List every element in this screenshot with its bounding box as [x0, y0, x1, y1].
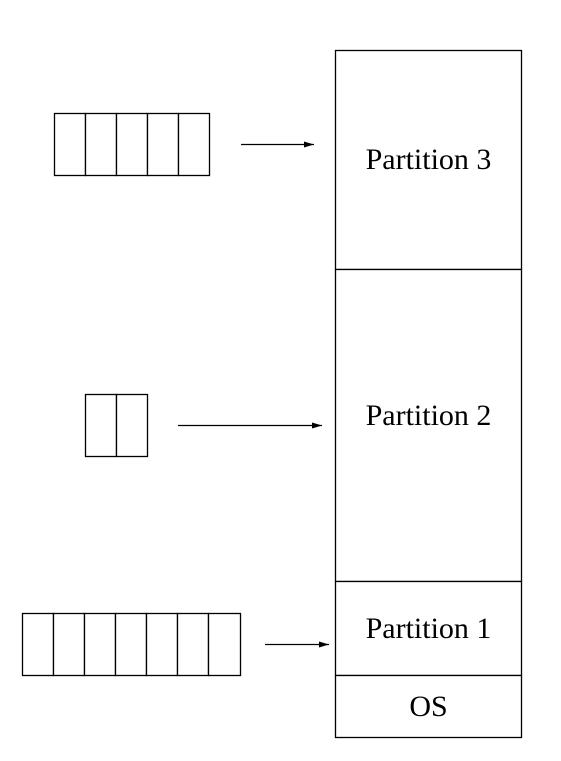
queue-partition-3 [53, 112, 211, 177]
queue-slot [83, 612, 117, 677]
queue-slot [53, 112, 87, 177]
memory-block [334, 49, 523, 739]
queue-slot [207, 612, 242, 677]
partition-1-box [334, 580, 523, 677]
partition-3-box [334, 49, 523, 271]
queue-slot [84, 112, 118, 177]
partition-2-box [334, 268, 523, 583]
queue-slot [115, 112, 149, 177]
queue-slot [21, 612, 55, 677]
os-box [334, 674, 523, 739]
queue-partition-1 [21, 612, 242, 677]
queue-slot [145, 612, 179, 677]
partition-3-label: Partition 3 [366, 143, 492, 176]
queue-partition-2 [84, 393, 149, 458]
queue-slot [52, 612, 86, 677]
partition-2-label: Partition 2 [366, 399, 492, 432]
queue-slot [115, 393, 149, 458]
queue-slot [146, 112, 180, 177]
partition-1-label: Partition 1 [366, 612, 492, 645]
queue-slot [84, 393, 118, 458]
queue-slot [177, 112, 211, 177]
queue-slot [176, 612, 210, 677]
queue-slot [114, 612, 148, 677]
os-label: OS [409, 690, 447, 723]
